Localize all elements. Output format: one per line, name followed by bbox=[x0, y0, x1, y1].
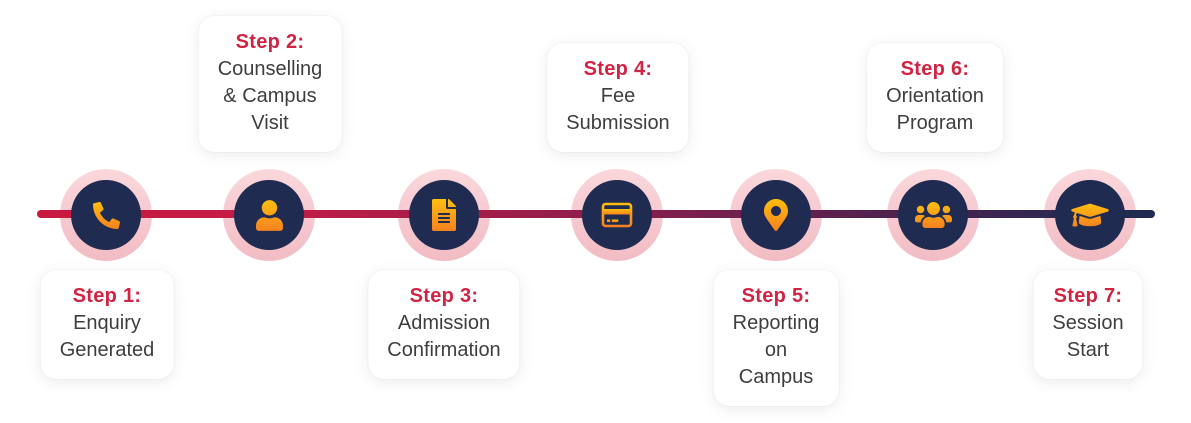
step-6-card: Step 6: Orientation Program bbox=[867, 43, 1003, 152]
step-4-circle bbox=[582, 180, 652, 250]
step-6-text: Orientation Program bbox=[886, 85, 984, 134]
step-3-card: Step 3: Admission Confirmation bbox=[368, 270, 520, 379]
step-6-label: Step 6: bbox=[900, 58, 970, 80]
phone-icon bbox=[92, 201, 120, 229]
step-2-text: Counselling & Campus Visit bbox=[217, 58, 323, 134]
step-2-card: Step 2: Counselling & Campus Visit bbox=[198, 16, 342, 152]
person-icon bbox=[255, 199, 283, 231]
step-2-circle bbox=[234, 180, 304, 250]
step-5-label: Step 5: bbox=[741, 285, 811, 307]
step-3-text: Admission Confirmation bbox=[387, 312, 501, 361]
step-1-card: Step 1: Enquiry Generated bbox=[40, 270, 174, 379]
graduation-cap-icon bbox=[1071, 203, 1109, 227]
location-pin-icon bbox=[764, 199, 788, 231]
step-4-label: Step 4: bbox=[583, 58, 653, 80]
credit-card-icon bbox=[601, 202, 633, 228]
step-3-label: Step 3: bbox=[409, 285, 479, 307]
step-1-label: Step 1: bbox=[72, 285, 142, 307]
step-1-text: Enquiry Generated bbox=[59, 312, 155, 361]
step-2-label: Step 2: bbox=[235, 31, 305, 53]
step-7-circle bbox=[1055, 180, 1125, 250]
step-4-text: Fee Submission bbox=[566, 85, 670, 134]
document-icon bbox=[432, 199, 456, 231]
step-2-node bbox=[223, 169, 315, 261]
step-7-text: Session Start bbox=[1052, 312, 1124, 361]
step-5-node bbox=[730, 169, 822, 261]
step-6-circle bbox=[898, 180, 968, 250]
step-5-card: Step 5: Reporting on Campus bbox=[713, 270, 839, 406]
step-3-node bbox=[398, 169, 490, 261]
step-1-circle bbox=[71, 180, 141, 250]
step-6-node bbox=[887, 169, 979, 261]
users-group-icon bbox=[914, 202, 952, 228]
step-4-node bbox=[571, 169, 663, 261]
step-7-label: Step 7: bbox=[1053, 285, 1123, 307]
step-4-card: Step 4: Fee Submission bbox=[547, 43, 689, 152]
step-1-node bbox=[60, 169, 152, 261]
step-7-node bbox=[1044, 169, 1136, 261]
step-7-card: Step 7: Session Start bbox=[1033, 270, 1143, 379]
step-5-circle bbox=[741, 180, 811, 250]
step-3-circle bbox=[409, 180, 479, 250]
step-5-text: Reporting on Campus bbox=[732, 312, 820, 388]
